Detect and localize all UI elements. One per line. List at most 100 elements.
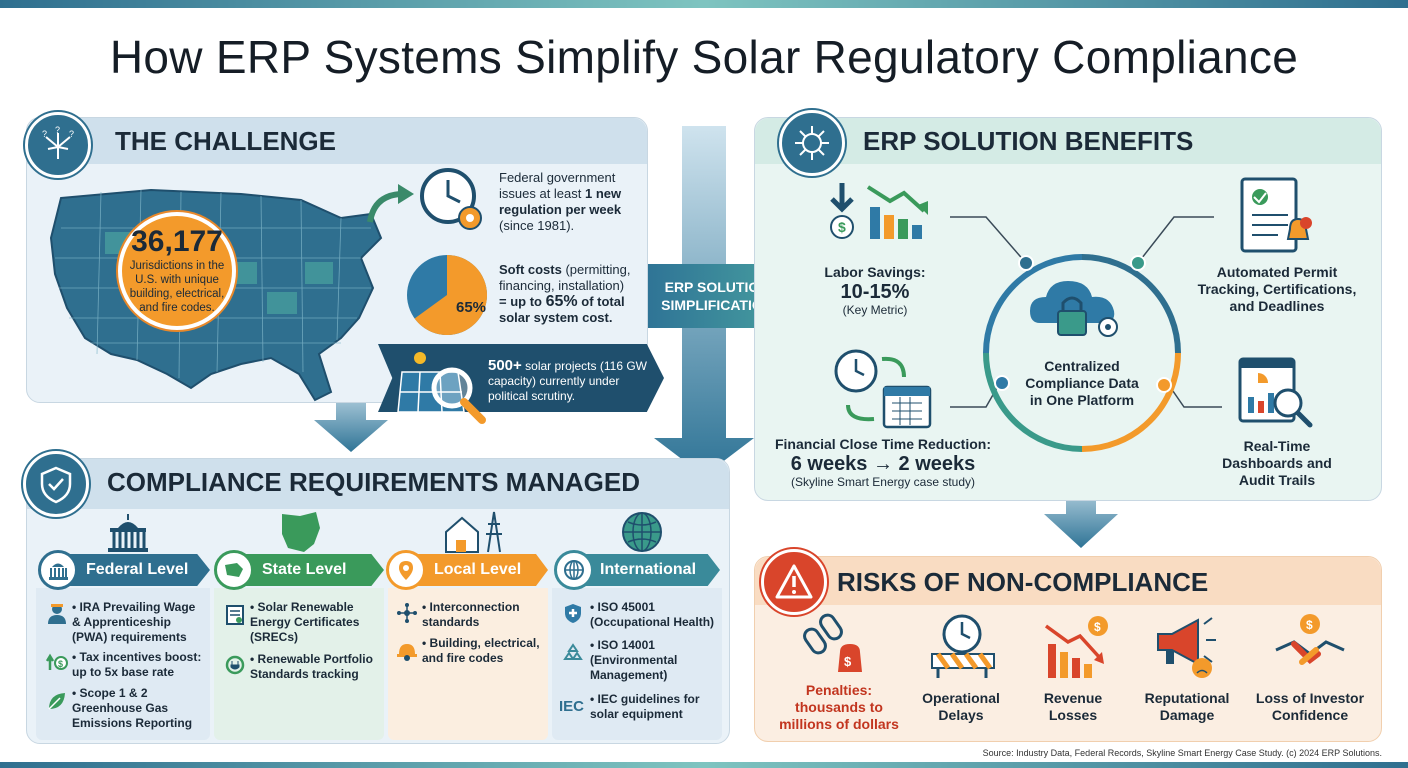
risk-delays-line1: Operational xyxy=(922,690,1000,706)
international-item-1-text: ISO 45001 (Occupational Health) xyxy=(590,600,715,629)
benefits-title: ERP SOLUTION BENEFITS xyxy=(863,126,1194,156)
risk-revenue: Revenue Losses xyxy=(1018,690,1128,724)
risk-penalties: Penalties: thousands to millions of doll… xyxy=(772,682,906,733)
center-line1: Centralized xyxy=(1044,358,1120,374)
erp-simplification-label: ERP SOLUTION SIMPLIFICATION xyxy=(652,278,782,314)
dash-line1: Real-Time xyxy=(1243,438,1311,454)
state-item-2-text: Renewable Portfolio Standards tracking xyxy=(250,652,373,681)
international-item-2: • ISO 14001 (Environmental Management) xyxy=(590,638,678,682)
handshake-dollar-icon: $ xyxy=(1275,614,1345,665)
local-item-2: • Building, electrical, and fire codes xyxy=(422,636,540,665)
challenge-header xyxy=(27,118,647,164)
bottom-accent-bar xyxy=(0,762,1408,768)
risk-penalties-line1: Penalties: xyxy=(805,682,873,698)
projects-line2: (116 GW capacity) currently under politi… xyxy=(488,359,647,403)
labor-savings-icon: $ xyxy=(830,183,928,239)
page-title: How ERP Systems Simplify Solar Regulator… xyxy=(109,31,1299,83)
permit-line2: Tracking, Certifications, xyxy=(1197,281,1357,297)
federal-level-label: Federal Level xyxy=(86,561,189,578)
permit-line3: and Deadlines xyxy=(1229,298,1325,314)
international-item-2-text: ISO 14001 (Environmental Management) xyxy=(590,638,678,682)
top-accent-bar xyxy=(0,0,1408,8)
labor-label: Labor Savings: xyxy=(824,264,926,280)
soft-bold2: 65% xyxy=(545,293,578,310)
iec-logo-icon: IEC xyxy=(559,698,584,715)
svg-text:?: ? xyxy=(42,129,47,139)
benefits-diagram: $ xyxy=(830,177,1313,452)
international-item-3-text: IEC guidelines for solar equipment xyxy=(590,692,700,721)
level-illustrations xyxy=(108,511,662,553)
location-pin-icon xyxy=(386,550,426,590)
challenge-down-arrow xyxy=(314,380,388,452)
svg-text:$: $ xyxy=(838,219,846,235)
international-item-1: • ISO 45001 (Occupational Health) xyxy=(590,600,715,629)
renewable-plug-icon xyxy=(225,655,245,675)
leaf-icon xyxy=(48,693,65,710)
soft-line3: of total solar system cost. xyxy=(499,294,625,325)
soft-bold1: Soft costs xyxy=(499,262,562,277)
international-globe-icon xyxy=(554,550,594,590)
shield-gavel-icon xyxy=(23,451,89,517)
center-line3: in One Platform xyxy=(1029,392,1135,408)
local-item-1-text: Interconnection standards xyxy=(422,600,520,629)
benefits-header xyxy=(755,118,1381,164)
iec-logo-text: IEC xyxy=(559,698,584,715)
risk-reputation-line1: Reputational xyxy=(1144,690,1230,706)
financial-close-label: Financial Close Time Reduction: 6 weeks … xyxy=(770,436,996,490)
benefits-down-arrow xyxy=(1044,474,1118,548)
regulation-line2: issues at least xyxy=(499,186,582,201)
labor-note: (Key Metric) xyxy=(842,303,908,317)
federal-item-2: • Tax incentives boost: up to 5x base ra… xyxy=(72,650,202,679)
risks-header xyxy=(755,557,1381,605)
federal-item-1-text: IRA Prevailing Wage & Apprenticeship (PW… xyxy=(72,600,196,644)
svg-text:$: $ xyxy=(1094,620,1101,634)
ohio-state-icon xyxy=(282,512,320,552)
risk-reputation: Reputational Damage xyxy=(1130,690,1244,724)
dash-line2: Dashboards and xyxy=(1222,455,1332,471)
globe-icon xyxy=(622,512,662,552)
solar-panel-magnifier-icon xyxy=(397,352,486,424)
center-line2: Compliance Data xyxy=(1025,375,1139,391)
regulation-line3: (since 1981). xyxy=(499,218,575,233)
international-item-3: • IEC guidelines for solar equipment xyxy=(590,692,700,721)
projects-bold: 500+ xyxy=(488,357,522,374)
risk-investor-line1: Loss of Investor xyxy=(1255,690,1365,706)
state-level-label: State Level xyxy=(262,561,347,578)
permit-tracking-label: Automated Permit Tracking, Certification… xyxy=(1188,264,1366,315)
svg-text:$: $ xyxy=(844,654,852,669)
compliance-title: COMPLIANCE REQUIREMENTS MANAGED xyxy=(107,467,641,497)
jurisdictions-text: Jurisdictions in the U.S. with unique bu… xyxy=(129,260,225,314)
capitol-icon xyxy=(108,514,148,552)
risk-icons: $ $ $ xyxy=(803,613,1345,678)
challenge-title: THE CHALLENGE xyxy=(115,126,336,156)
state-map-icon xyxy=(214,550,254,590)
risk-penalties-line3: millions of dollars xyxy=(779,716,899,732)
local-item-2-text: Building, electrical, and fire codes xyxy=(422,636,540,665)
close-label: Financial Close Time Reduction: xyxy=(774,436,991,452)
regulation-line1: Federal government xyxy=(499,170,616,185)
state-item-1: • Solar Renewable Energy Certificates (S… xyxy=(250,600,360,644)
jurisdictions-stat: 36,177 Jurisdictions in the U.S. with un… xyxy=(118,212,236,330)
permit-line1: Automated Permit xyxy=(1216,264,1338,280)
house-tower-icon xyxy=(445,511,502,553)
svg-text:?: ? xyxy=(55,125,60,135)
soft-line2: = up to xyxy=(499,294,542,309)
federal-item-3: • Scope 1 & 2 Greenhouse Gas Emissions R… xyxy=(72,686,193,730)
state-item-2: • Renewable Portfolio Standards tracking xyxy=(250,652,373,681)
pie-label: 65% xyxy=(456,299,486,316)
soft-line1: (permitting, financing, installation) xyxy=(499,262,631,293)
compliance-header xyxy=(27,459,729,509)
federal-capitol-icon xyxy=(38,550,78,590)
soft-cost-pie-chart: 65% xyxy=(407,255,487,335)
labor-value: 10-15% xyxy=(840,281,910,303)
source-footer: Source: Industry Data, Federal Records, … xyxy=(982,748,1382,758)
clock-gear-icon xyxy=(420,168,482,230)
risk-revenue-line1: Revenue xyxy=(1043,690,1103,706)
state-item-1-text: Solar Renewable Energy Certificates (SRE… xyxy=(250,600,360,644)
curve-arrow-icon xyxy=(367,184,414,223)
svg-text:$: $ xyxy=(1306,618,1313,632)
recycle-icon xyxy=(563,643,583,660)
permit-document-icon xyxy=(1240,177,1312,253)
regulation-text: Federal government issues at least 1 new… xyxy=(499,170,639,234)
dash-line3: Audit Trails xyxy=(1238,472,1316,488)
